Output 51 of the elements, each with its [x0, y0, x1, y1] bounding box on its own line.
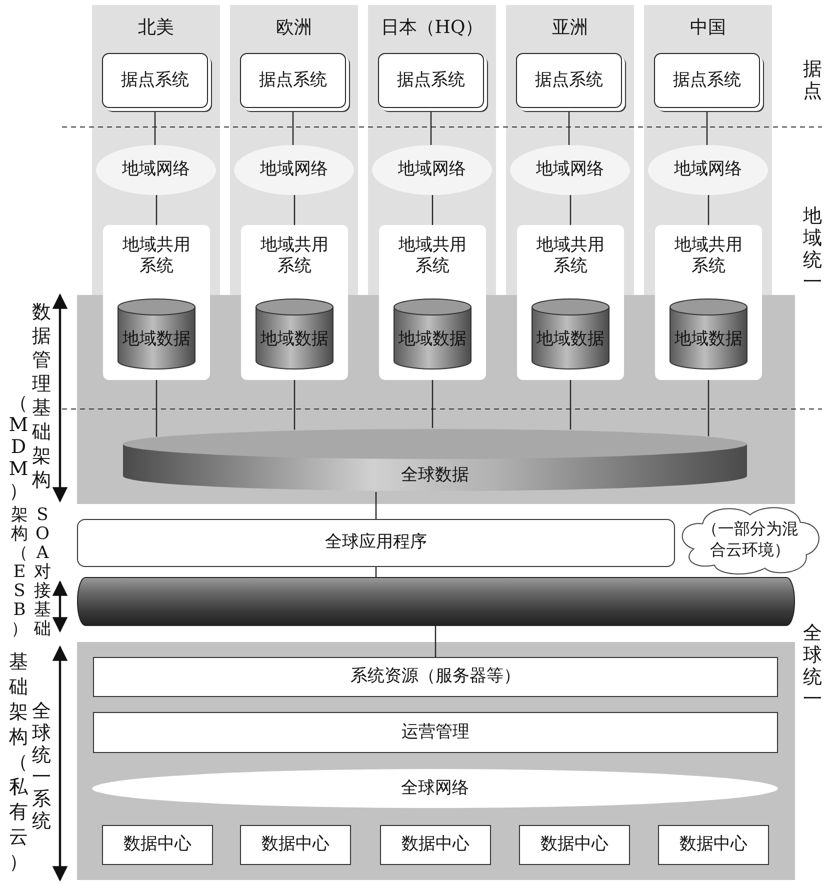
system-box — [655, 225, 762, 380]
box-label: 地域共用系统 — [260, 235, 330, 278]
system-box — [103, 225, 210, 380]
side-label: 据点 — [802, 58, 823, 102]
region-heading: 中国 — [689, 16, 727, 39]
side-label: SOA对接基础 — [33, 506, 52, 639]
datacenter-box: 数据中心 — [658, 825, 769, 865]
connector-line — [708, 195, 710, 225]
region-heading: 北美 — [137, 16, 175, 39]
datacenter-box: 数据中心 — [102, 825, 213, 865]
layer-bar: 系统资源（服务器等） — [93, 657, 778, 697]
side-label: 基础架构（私有云） — [8, 650, 29, 875]
box-label: 地域共用系统 — [122, 235, 192, 278]
side-label: 全球统一 — [802, 622, 823, 710]
side-label: 全球统一系统 — [31, 700, 52, 832]
connector-line — [432, 195, 434, 225]
bus-pipe — [77, 577, 795, 626]
network-ellipse: 地域网络 — [648, 145, 768, 195]
network-ellipse: 地域网络 — [510, 145, 630, 195]
connector-line — [708, 380, 710, 436]
system-box — [241, 225, 348, 380]
connector-line — [375, 492, 377, 519]
system-box — [379, 225, 486, 380]
connector-line — [156, 380, 158, 437]
datacenter-box: 数据中心 — [380, 825, 491, 865]
box-label: 地域共用系统 — [536, 235, 606, 278]
connector-line — [294, 195, 296, 225]
connector-line — [570, 380, 572, 430]
side-label: （MDM） — [8, 392, 29, 502]
region-heading: 亚洲 — [551, 16, 589, 39]
datacenter-box: 数据中心 — [519, 825, 630, 865]
side-label: 地域统一 — [802, 205, 823, 293]
network-ellipse: 地域网络 — [96, 145, 216, 195]
side-label: 数据管理基础架构 — [31, 300, 52, 492]
connector-line — [434, 626, 436, 657]
connector-line — [294, 380, 296, 430]
region-heading: 欧洲 — [275, 16, 313, 39]
connector-line — [432, 380, 434, 428]
side-label: 架构（ESB） — [10, 506, 29, 639]
connector-line — [156, 195, 158, 225]
box-label: 地域共用系统 — [398, 235, 468, 278]
network-ellipse: 地域网络 — [372, 145, 492, 195]
box-label: 地域共用系统 — [674, 235, 744, 278]
layer-bar: 运营管理 — [93, 712, 778, 753]
system-box — [517, 225, 624, 380]
network-ellipse: 地域网络 — [234, 145, 354, 195]
application-bar: 全球应用程序 — [77, 519, 675, 567]
connector-line — [570, 195, 572, 225]
region-heading: 日本（HQ） — [380, 16, 484, 39]
connector-line — [375, 567, 377, 577]
datacenter-box: 数据中心 — [240, 825, 351, 865]
